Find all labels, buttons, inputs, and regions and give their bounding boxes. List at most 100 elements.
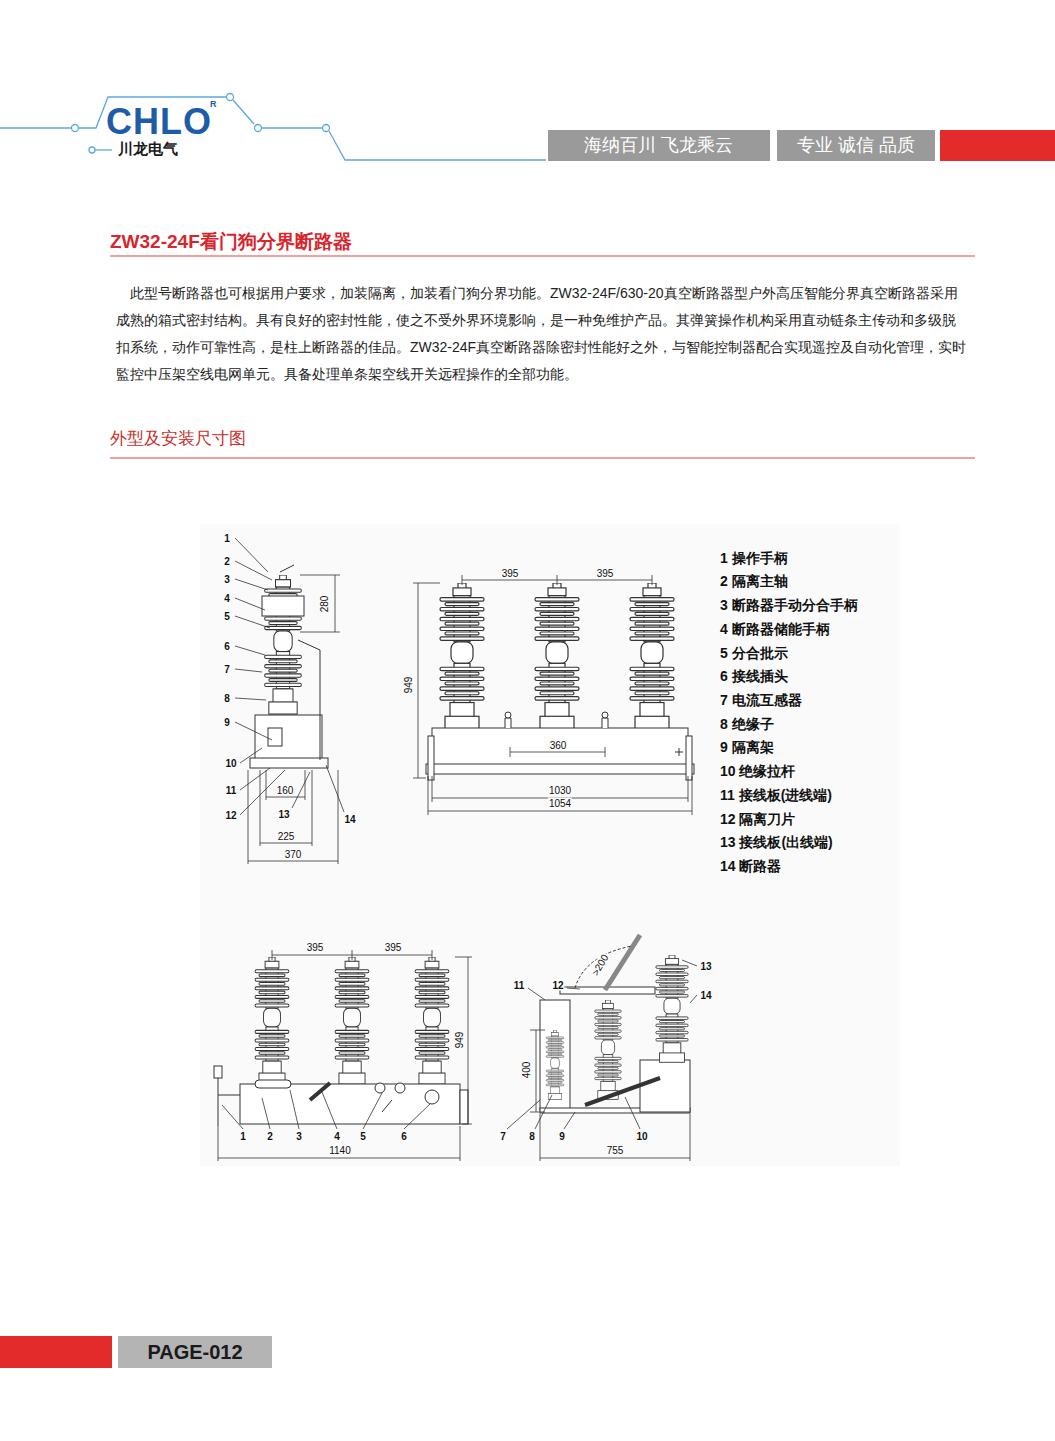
leader-line [240,748,262,763]
front-view [428,736,434,780]
callout-number: 7 [223,664,231,675]
callout-number: 10 [224,758,237,769]
front-view [630,583,674,729]
isolator-side-view [605,935,640,990]
page-number-box: PAGE-012 [118,1336,272,1368]
leader-line [235,669,262,672]
dimension-value: 400 [521,1061,532,1080]
slogan-band: 专业 诚信 品质 [777,130,935,161]
callout-number: 12 [551,980,564,991]
isolator-side-view [656,955,688,1062]
leader-line [235,538,344,815]
header-circuit-line [0,127,71,128]
dimension-line [272,950,432,960]
dimension-value: 755 [606,1145,625,1156]
callout-number: 12 [224,810,237,821]
part-list-item: 7 电流互感器 [720,693,802,708]
callout-number: 5 [359,1131,367,1142]
dimension-line [413,583,440,778]
part-list-item: 1 操作手柄 [720,551,788,566]
dimension-line [218,950,472,1161]
part-list-item: 5 分合批示 [720,646,788,661]
side-view [250,565,328,768]
front-view [426,764,694,774]
front-view [432,728,688,766]
dimension-line [300,575,340,632]
operating-side-view [460,1090,468,1124]
header-red-block [940,130,1055,161]
leader-line [222,1105,243,1129]
page-title: ZW32-24F看门狗分界断路器 [110,229,352,255]
header-circuit-line [95,149,112,150]
operating-side-view [310,1083,330,1100]
part-list-item: 2 隔离主轴 [720,574,788,589]
callout-number: 3 [295,1131,303,1142]
callout-number: 14 [699,990,712,1001]
header-circuit-line [233,100,254,124]
side-view [298,640,320,760]
operating-side-view [255,957,289,1084]
node-text: PAGE-012 [147,1341,242,1363]
dimension-value: 395 [596,568,615,579]
leader-line [322,1092,337,1129]
isolator-side-view [540,1000,570,1110]
isolator-side-view [540,935,690,1113]
leader-line [235,722,272,740]
front-view [505,712,511,718]
dimension-value: 949 [454,1031,465,1050]
body-paragraph: 此型号断路器也可根据用户要求，加装隔离，加装看门狗分界功能。ZW32-24F/6… [116,280,968,388]
side-view [262,596,304,616]
side-view [280,565,294,572]
front-view [440,583,484,729]
callout-number: 10 [635,1131,648,1142]
leader-line [363,1093,382,1129]
leader-line [235,598,265,610]
leader-line [235,616,270,628]
operating-side-view [415,957,449,1084]
callout-number: 2 [223,556,231,567]
dimension-line [248,770,338,864]
dimension-value: 395 [306,942,325,953]
leader-line [235,579,268,590]
dimension-value: 360 [549,740,568,751]
footer-red-block [0,1336,112,1368]
leader-line [690,995,697,1003]
operating-side-view [335,957,369,1084]
callout-number: 8 [528,1131,536,1142]
leader-line [682,960,697,966]
callout-number: 3 [223,574,231,585]
node-text: 海纳百川 飞龙乘云 [584,136,733,156]
leader-line [290,1090,299,1129]
dimension-value: 395 [384,942,403,953]
registered-mark: R [210,100,217,110]
leader-line [528,988,545,1000]
leader-line [507,1100,540,1129]
header-circuit-line [329,131,546,160]
operating-side-view [375,1083,385,1093]
callout-number: 5 [223,611,231,622]
part-list-item: 13 接线板(出线端) [720,835,833,850]
leader-line [564,1112,575,1129]
front-view [602,718,608,728]
dimension-value: 370 [284,849,303,860]
side-view [268,728,282,746]
leader-line [222,1090,430,1129]
part-list-item: 9 隔离架 [720,740,774,755]
part-list-item: 3 断路器手动分合手柄 [720,598,858,613]
dimension-line [540,1114,690,1161]
dimension-line [266,770,305,800]
callout-number: 11 [225,785,238,796]
callout-number: 6 [223,641,231,652]
operating-side-view [214,957,468,1126]
front-view [675,748,683,756]
dimension-line [248,575,340,864]
part-list-item: 4 断路器储能手柄 [720,622,830,637]
leader-line [240,768,270,790]
part-list-item: 10 绝缘拉杆 [720,764,795,779]
callout-number: 7 [499,1131,507,1142]
front-view [505,718,511,728]
callout-number: 8 [223,693,231,704]
callout-number: 9 [223,717,231,728]
drawing-ground [200,524,900,1166]
